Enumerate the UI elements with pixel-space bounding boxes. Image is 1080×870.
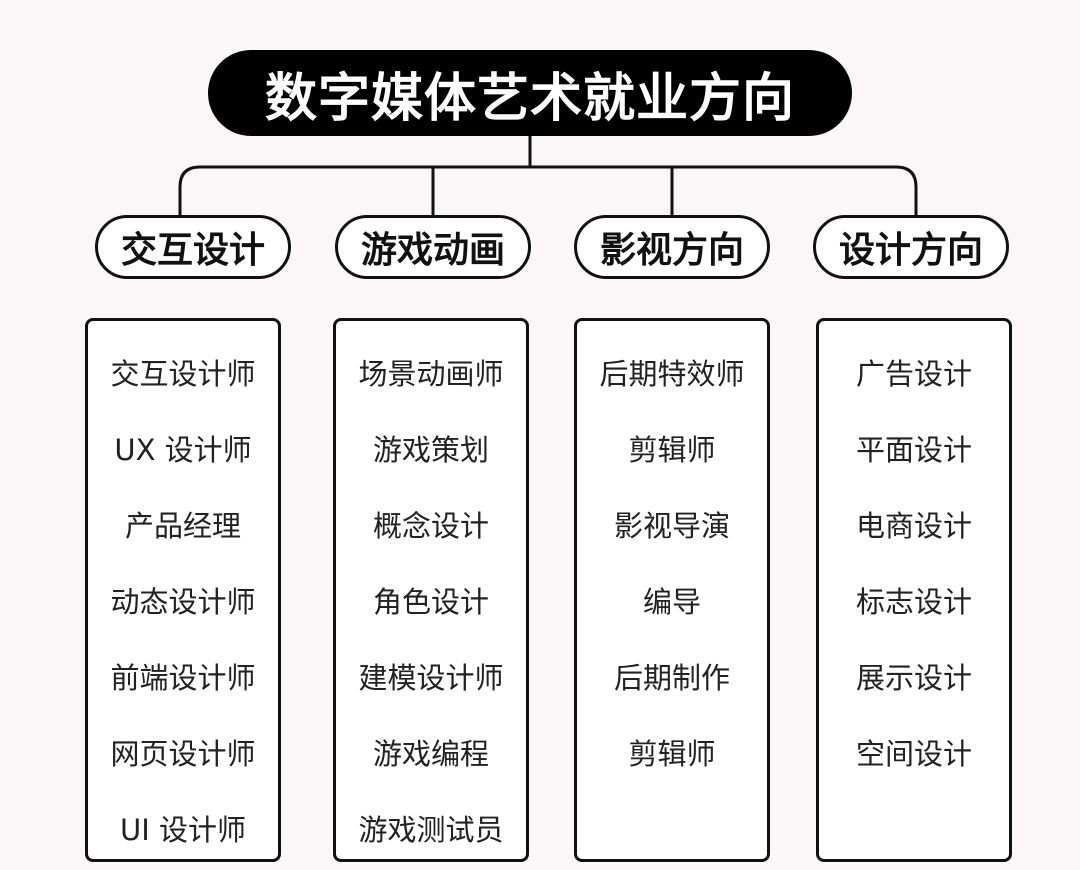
- job-list-design: 广告设计 平面设计 电商设计 标志设计 展示设计 空间设计: [816, 318, 1012, 862]
- job-item: UI 设计师: [120, 813, 246, 847]
- category-game-animation: 游戏动画: [335, 215, 531, 279]
- job-item: 剪辑师: [628, 737, 716, 771]
- job-item: 广告设计: [855, 357, 972, 391]
- job-item: 编导: [642, 585, 701, 619]
- job-item: 后期特效师: [599, 357, 745, 391]
- diagram-title: 数字媒体艺术就业方向: [208, 50, 852, 136]
- job-item: 剪辑师: [628, 433, 716, 467]
- job-item: 标志设计: [855, 585, 972, 619]
- job-item: 空间设计: [855, 737, 972, 771]
- branch-line-left: [178, 165, 530, 215]
- job-item: 游戏策划: [372, 433, 489, 467]
- job-item: 后期制作: [613, 661, 730, 695]
- category-film-video: 影视方向: [574, 215, 770, 279]
- job-item: 影视导演: [613, 509, 730, 543]
- job-item: 电商设计: [855, 509, 972, 543]
- branch-line-right: [530, 165, 918, 215]
- category-interaction-design: 交互设计: [95, 215, 291, 279]
- job-item: 产品经理: [124, 509, 241, 543]
- job-item: 展示设计: [855, 661, 972, 695]
- job-item: 场景动画师: [358, 357, 504, 391]
- job-list-interaction-design: 交互设计师 UX 设计师 产品经理 动态设计师 前端设计师 网页设计师 UI 设…: [85, 318, 281, 862]
- job-item: 网页设计师: [110, 737, 256, 771]
- job-item: 平面设计: [855, 433, 972, 467]
- job-list-film-video: 后期特效师 剪辑师 影视导演 编导 后期制作 剪辑师: [574, 318, 770, 862]
- job-item: 角色设计: [372, 585, 489, 619]
- category-design: 设计方向: [813, 215, 1009, 279]
- job-list-game-animation: 场景动画师 游戏策划 概念设计 角色设计 建模设计师 游戏编程 游戏测试员: [333, 318, 529, 862]
- job-item: 动态设计师: [110, 585, 256, 619]
- job-item: 游戏编程: [372, 737, 489, 771]
- job-item: 概念设计: [372, 509, 489, 543]
- job-item: 游戏测试员: [358, 813, 504, 847]
- job-item: 交互设计师: [110, 357, 256, 391]
- job-item: UX 设计师: [114, 433, 252, 467]
- job-item: 建模设计师: [358, 661, 504, 695]
- job-item: 前端设计师: [110, 661, 256, 695]
